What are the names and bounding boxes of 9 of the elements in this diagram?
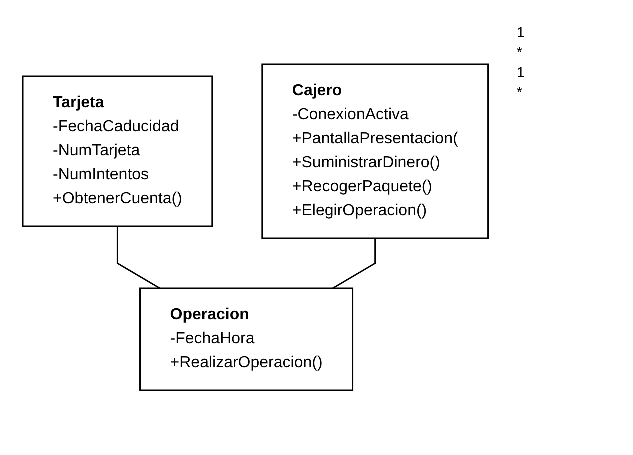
multiplicity-label: 1 bbox=[517, 24, 526, 40]
connector bbox=[116, 226, 160, 290]
node-box: Cajero -ConexionActiva +PantallaPresentacion( +SuministrarDinero() +RecogerPaquete() +ElegirOperacion() bbox=[262, 64, 489, 240]
multiplicity-label: * bbox=[517, 44, 524, 60]
connector bbox=[332, 238, 376, 290]
multiplicity-label: 1 bbox=[517, 64, 526, 80]
multiplicity-label: * bbox=[517, 84, 524, 100]
node-box: Tarjeta -FechaCaducidad -NumTarjeta -NumIntentos +ObtenerCuenta() bbox=[22, 76, 213, 228]
node-box: Operacion -FechaHora +RealizarOperacion() bbox=[139, 288, 354, 392]
